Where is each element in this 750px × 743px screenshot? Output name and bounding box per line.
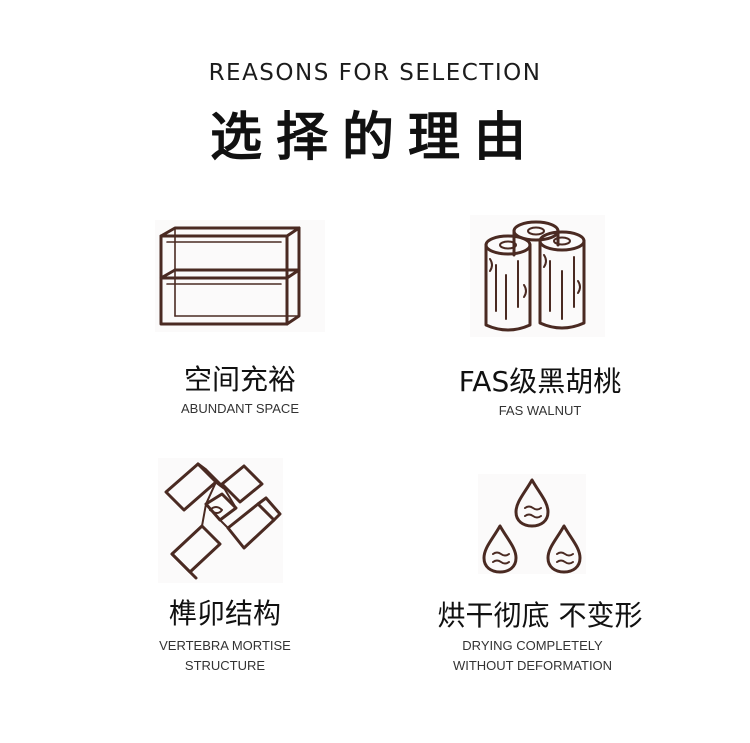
feature-title-en: DRYING COMPLETELY WITHOUT DEFORMATION [452, 638, 613, 673]
feature-title-cn: 空间充裕 [183, 363, 296, 396]
mortise-tenon-joint-icon [158, 458, 283, 583]
feature-title-cn: 榫卯结构 [168, 597, 281, 630]
header-chinese: 选择的理由 [209, 108, 540, 168]
header-english: REASONS FOR SELECTION [208, 60, 542, 86]
feature-title-en: ABUNDANT SPACE [181, 401, 299, 416]
feature-title-cn: FAS级黑胡桃 [458, 365, 622, 398]
feature-title-en: VERTEBRA MORTISE STRUCTURE [159, 638, 291, 673]
wood-logs-icon [470, 215, 605, 337]
water-drops-icon [478, 474, 586, 574]
cabinet-frame-icon [155, 220, 325, 332]
feature-title-cn: 烘干彻底 不变形 [437, 599, 643, 632]
feature-title-en: FAS WALNUT [498, 403, 582, 418]
